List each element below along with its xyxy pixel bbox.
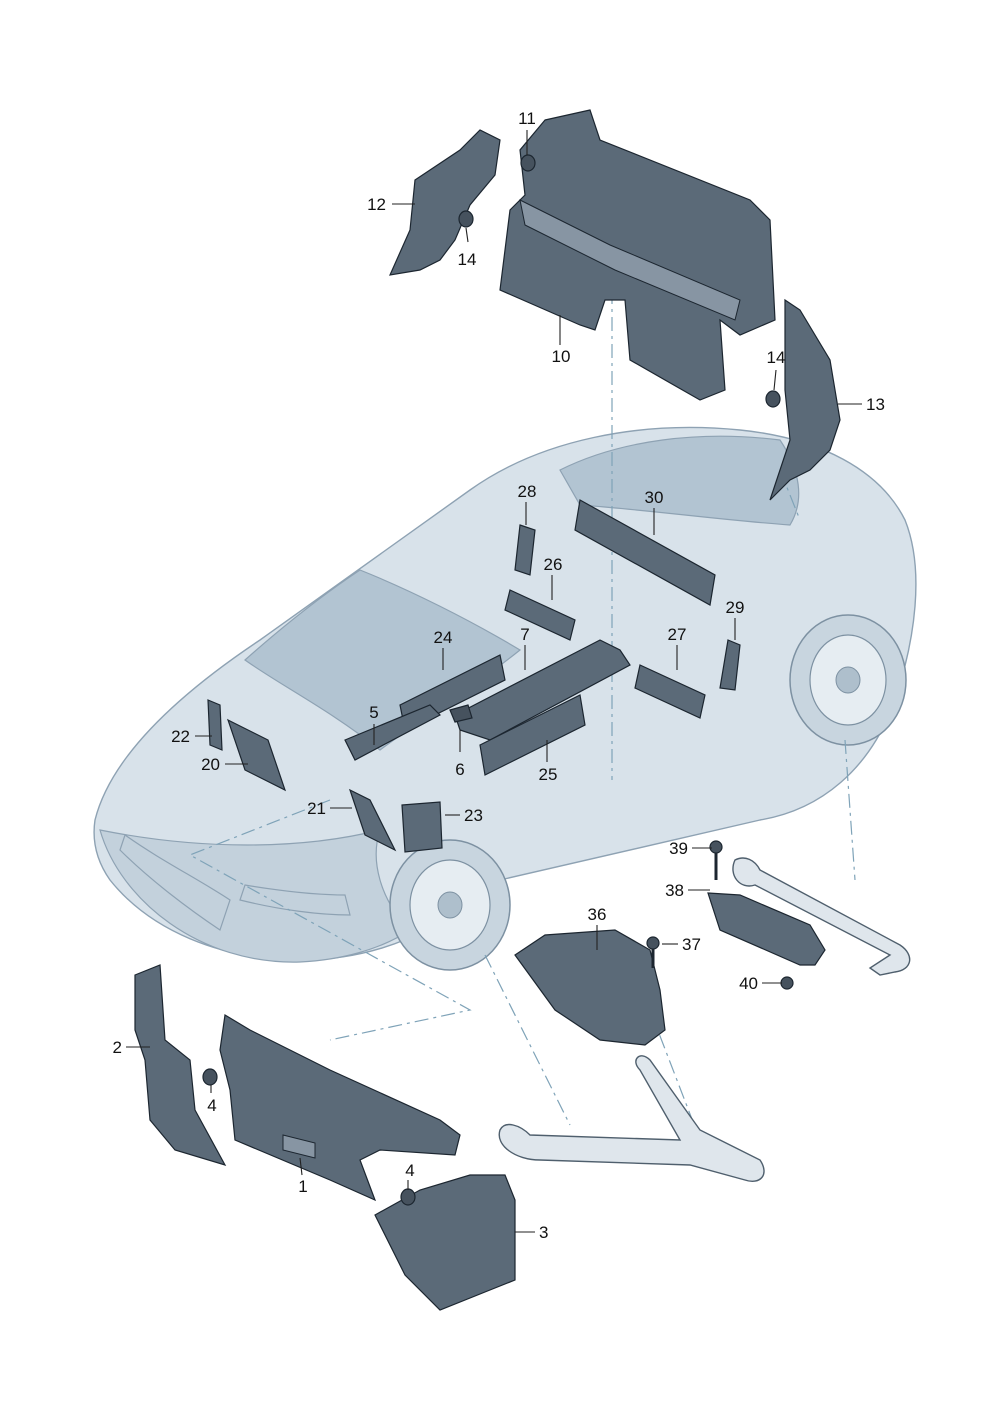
part-2-front-liner-left [134,964,227,1166]
callout-14b: 14 [767,348,786,367]
callout-4b: 4 [405,1161,414,1180]
callout-10: 10 [552,347,571,366]
part-11-clip [520,154,536,172]
callout-3: 3 [539,1223,548,1242]
part-4-clip-a [202,1068,218,1086]
rear-wheel [789,614,907,746]
part-39-bolt [709,840,723,880]
callout-4a: 4 [207,1096,216,1115]
callout-7: 7 [520,625,529,644]
part-14-clip-b [765,390,781,408]
callout-27: 27 [668,625,687,644]
part-4-clip-b [400,1188,416,1206]
part-40-nut [780,976,794,990]
callout-6: 6 [455,760,464,779]
callout-23: 23 [464,806,483,825]
part-36-underbody-cover [514,929,666,1046]
callout-2: 2 [113,1038,122,1057]
callout-21: 21 [307,799,326,818]
part-1-front-crossmember [219,1014,461,1202]
callout-1: 1 [298,1177,307,1196]
part-21-panel [348,788,397,852]
callout-28: 28 [518,482,537,501]
part-22-panel [207,699,223,751]
callout-11: 11 [518,109,536,128]
callout-36: 36 [588,905,607,924]
part-20-panel [226,718,287,792]
part-10-rear-bulkhead [499,109,776,401]
part-3-front-liner-right [374,1174,516,1311]
part-37-bolt [646,936,660,968]
callout-24: 24 [434,628,453,647]
part-26-panel [504,589,576,641]
callout-25: 25 [539,765,558,784]
part-27-panel [634,664,706,719]
grille [119,834,231,931]
front-control-arm [498,1055,765,1182]
part-29-panel [719,639,741,691]
callout-40: 40 [739,974,758,993]
windshield [244,569,522,751]
part-6-pad [449,704,473,723]
callout-37: 37 [682,935,701,954]
part-5-panel [344,704,441,761]
part-12-wheelhouse-liner-left [388,129,501,276]
headlight [239,884,351,916]
callout-labels: 11 12 14 10 14 13 28 30 26 29 7 27 24 5 … [113,109,885,1242]
callout-38: 38 [665,881,684,900]
callout-20: 20 [201,755,220,774]
part-38-cover [707,892,826,966]
callout-30: 30 [645,488,664,507]
rear-glass [559,435,800,526]
callout-12: 12 [367,195,386,214]
callout-26: 26 [544,555,563,574]
leader-lines [126,130,862,1233]
part-28-panel [514,524,536,576]
callout-29: 29 [726,598,745,617]
part-23-panel [401,801,443,853]
part-30-panel [574,499,716,606]
part-14-clip-a [458,210,474,228]
callout-22: 22 [171,727,190,746]
part-25-panel [479,694,586,776]
part-13-wheelhouse-liner-right [769,298,841,501]
callout-14a: 14 [458,250,477,269]
callout-39: 39 [669,839,688,858]
callout-13: 13 [866,395,885,414]
front-wheel [389,839,511,971]
callout-5: 5 [369,703,378,722]
rear-control-arm [732,857,911,976]
